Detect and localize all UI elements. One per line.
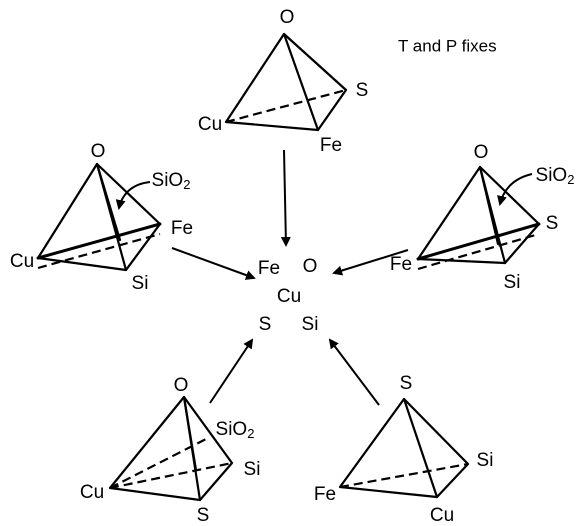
top-tetrahedron: O S Cu Fe	[198, 7, 368, 156]
left-label-cu: Cu	[10, 251, 34, 272]
bottom-right-label-fe: Fe	[314, 484, 336, 505]
bottom-left-label-cu: Cu	[80, 482, 104, 503]
left-label-sio2: SiO2	[152, 170, 191, 192]
arrow-from-bottom-left	[209, 338, 254, 404]
bottom-right-label-s: S	[400, 373, 413, 394]
bottom-left-label-si: Si	[244, 459, 261, 480]
arrow-from-right	[332, 249, 409, 276]
bottom-left-label-s: S	[197, 505, 210, 526]
arrow-from-top	[280, 149, 291, 247]
top-label-fe: Fe	[320, 135, 342, 156]
right-label-fe: Fe	[390, 254, 412, 275]
arrow-from-bottom-right	[328, 338, 380, 406]
right-label-o: O	[474, 142, 489, 163]
top-label-o: O	[280, 7, 295, 28]
center-label-o: O	[303, 256, 318, 277]
bottom-right-tetrahedron: S Si Fe Cu	[314, 373, 494, 526]
right-label-s: S	[546, 213, 559, 234]
bottom-left-tetrahedron: O SiO2 Si Cu S	[80, 375, 261, 526]
top-label-s: S	[356, 80, 369, 101]
left-label-fe: Fe	[171, 218, 193, 239]
center-phase-labels: Fe O Cu S Si	[258, 256, 319, 335]
center-label-cu: Cu	[277, 286, 301, 307]
top-label-cu: Cu	[198, 114, 222, 135]
bottom-right-label-si: Si	[477, 450, 494, 471]
diagram-title: T and P fixes	[398, 36, 497, 55]
right-label-si: Si	[504, 272, 521, 293]
center-label-si: Si	[302, 314, 319, 335]
bottom-left-label-sio2: SiO2	[216, 419, 255, 441]
bottom-right-label-cu: Cu	[430, 505, 454, 526]
center-label-s: S	[259, 314, 272, 335]
reaction-arrows	[171, 149, 409, 406]
left-label-o: O	[91, 141, 106, 162]
center-label-fe: Fe	[258, 258, 280, 279]
bottom-left-label-o: O	[174, 375, 189, 396]
arrow-from-left	[171, 247, 256, 280]
right-label-sio2: SiO2	[536, 165, 575, 187]
left-tetrahedron: O SiO2 Fe Cu Si	[10, 141, 193, 294]
left-label-si: Si	[132, 273, 149, 294]
right-tetrahedron: O SiO2 S Fe Si	[390, 142, 575, 293]
